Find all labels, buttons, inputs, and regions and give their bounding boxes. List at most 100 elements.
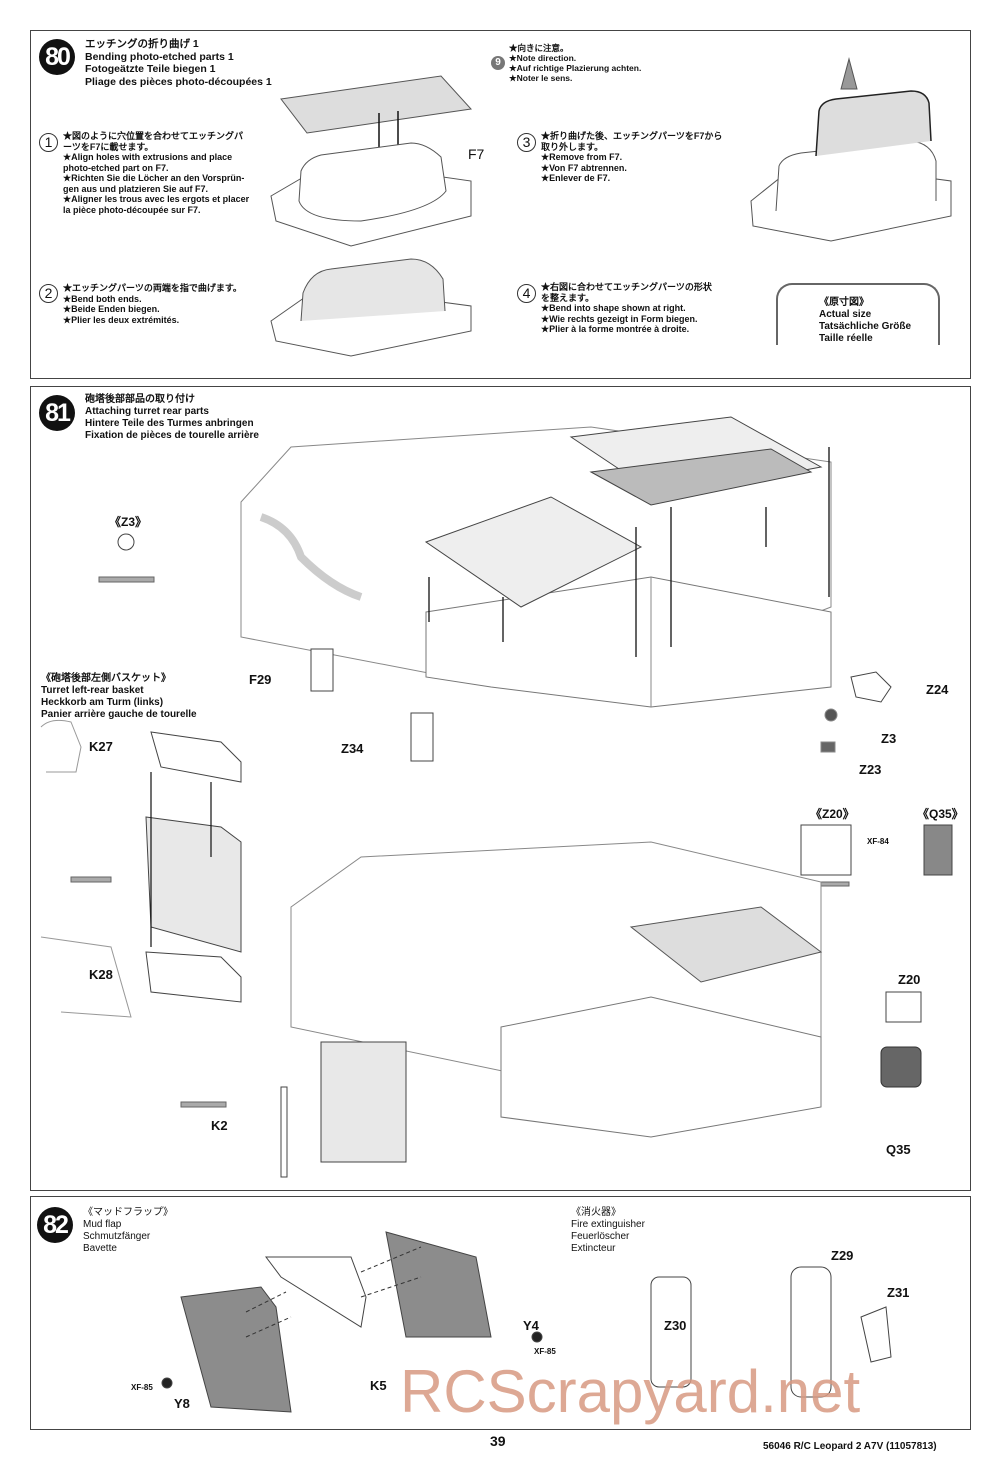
text-line: Mud flap [83,1219,122,1230]
step-number: 80 [39,39,75,75]
note-line: ★向きに注意。 [509,43,569,53]
title-jp: 砲塔後部部品の取り付け [85,394,195,405]
substep-1-number: 1 [39,133,58,152]
part-label-k5: K5 [370,1378,387,1393]
part-k27 [150,731,242,783]
text-line: 《砲塔後部左側バスケット》 [41,673,171,684]
part-z34 [410,712,434,762]
part-label-k28: K28 [89,967,113,982]
rear-plate-left [424,496,643,608]
part-z24 [850,671,892,703]
part-label-z23: Z23 [859,762,882,777]
title-de: Fotogeätzte Teile biegen 1 [85,63,216,75]
title-en: Bending photo-etched parts 1 [85,50,234,63]
part-z3 [824,708,838,722]
tweezers-icon [98,576,155,583]
text-line: ★Wie rechts gezeigt in Form biegen. [541,313,698,324]
part-k28 [145,951,242,1003]
basket-mesh [145,816,242,953]
title-jp: エッチングの折り曲げ 1 [85,38,199,50]
text-line: 《消火器》 [571,1207,621,1218]
note-direction: ★向きに注意。 ★Note direction. ★Auf richtige P… [509,43,641,83]
step-81-illustration [40,416,953,1178]
text-line: photo-etched part on F7. [63,162,169,173]
text-line: ★Plier à la forme montrée à droite. [541,324,690,334]
substep-4-number: 4 [517,284,536,303]
part-label-q35: Q35 [886,1142,911,1157]
text-line: ★Beide Enden biegen. [63,304,160,314]
turret-rear-box [425,576,832,708]
part-label-z34: Z34 [341,741,364,756]
part-q35 [880,1046,922,1088]
step-title: エッチングの折り曲げ 1 Bending photo-etched parts … [85,38,272,88]
grille-plate [589,448,813,506]
extinguisher-caption: 《消火器》 Fire extinguisher Feuerlöscher Ext… [571,1207,645,1255]
title-fr: Pliage des pièces photo-découpées 1 [85,75,272,88]
text-line: 《マッドフラップ》 [83,1207,173,1218]
text-line: ★Richten Sie die Löcher an den Vorsprün- [63,173,245,183]
text-line: ★エッチングパーツの両端を指で曲げます。 [63,283,242,293]
text-line: ★Bend into shape shown at right. [541,303,686,313]
actual-size-frame [776,283,940,345]
substep-2-text: ★エッチングパーツの両端を指で曲げます。 ★Bend both ends. ★B… [63,283,242,325]
substep-4-text: ★右図に合わせてエッチングパーツの形状 を整えます。 ★Bend into sh… [541,282,712,335]
text-line: Taille réelle [819,333,873,344]
step-80-illustration [270,57,952,357]
title-de: Hintere Teile des Turmes anbringen [85,418,254,429]
page-number: 39 [490,1433,506,1449]
part-label-z30: Z30 [664,1318,687,1333]
step-81-panel: 81 砲塔後部部品の取り付け Attaching turret rear par… [30,386,971,1191]
part-label-z31: Z31 [887,1285,910,1300]
text-line: を整えます。 [541,292,595,303]
detail-z3: 《Z3》 [109,515,148,529]
text-line: Fire extinguisher [571,1219,645,1230]
jig-f7 [298,142,447,222]
text-line: Panier arrière gauche de tourelle [41,709,197,720]
step-number: 81 [39,395,75,431]
text-line: Turret left-rear basket [41,685,144,696]
note-line: ★Noter le sens. [509,73,573,83]
text-line: 《原寸図》 [819,297,869,308]
part-k2 [280,1086,288,1178]
part-label-z20: Z20 [898,972,921,987]
part-z29 [790,1266,832,1398]
text-line: la pièce photo-découpée sur F7. [63,204,201,215]
step-title: 砲塔後部部品の取り付け Attaching turret rear parts … [85,394,259,442]
part-f29 [310,648,334,692]
text-line: ★Plier les deux extrémités. [63,314,180,325]
note-line: ★Note direction. [509,53,577,63]
part-number-9: 9 [491,56,505,70]
substep-3-text: ★折り曲げた後、エッチングパーツをF7から 取り外します。 ★Remove fr… [541,131,722,184]
text-line: 取り外します。 [541,141,604,152]
model-footer: 56046 R/C Leopard 2 A7V (11057813) [763,1441,937,1452]
part-z30 [650,1276,692,1388]
detail-q35: 《Q35》 [917,807,964,821]
text-line: ★右図に合わせてエッチングパーツの形状 [541,282,712,292]
text-line: ★図のように穴位置を合わせてエッチングパ [63,131,244,141]
part-label-f7: F7 [468,146,485,162]
mudflap-caption: 《マッドフラップ》 Mud flap Schmutzfänger Bavette [83,1207,173,1255]
detail-z20: 《Z20》 [810,807,855,821]
part-label-k2: K2 [211,1118,228,1133]
step-80-panel: 80 エッチングの折り曲げ 1 Bending photo-etched par… [30,30,971,379]
paint-xf84: XF-84 [867,837,889,846]
substep-2-number: 2 [39,284,58,303]
part-label-y8: Y8 [174,1396,190,1411]
text-line: Actual size [819,309,872,320]
text-line: ★Align holes with extrusions and place [63,152,233,162]
watermark: RCScrapyard.net [400,1358,861,1425]
text-line: ★Bend both ends. [63,293,142,304]
text-line: ★Von F7 abtrennen. [541,162,627,173]
part-z20 [885,991,922,1023]
basket-right [320,1041,407,1163]
part-label-z24: Z24 [926,682,949,697]
bent-photo-etched-part [300,258,446,322]
text-line: Tatsächliche Größe [819,321,912,332]
up-arrow-icon [840,57,858,90]
part-y4 [385,1231,492,1338]
title-fr: Fixation de pièces de tourelle arrière [85,430,259,441]
note-line: ★Auf richtige Plazierung achten. [509,63,642,73]
part-y8 [180,1286,292,1413]
step-82-panel: 82 《マッドフラップ》 Mud flap Schmutzfänger Bave… [30,1196,971,1430]
text-line: Schmutzfänger [83,1231,151,1242]
